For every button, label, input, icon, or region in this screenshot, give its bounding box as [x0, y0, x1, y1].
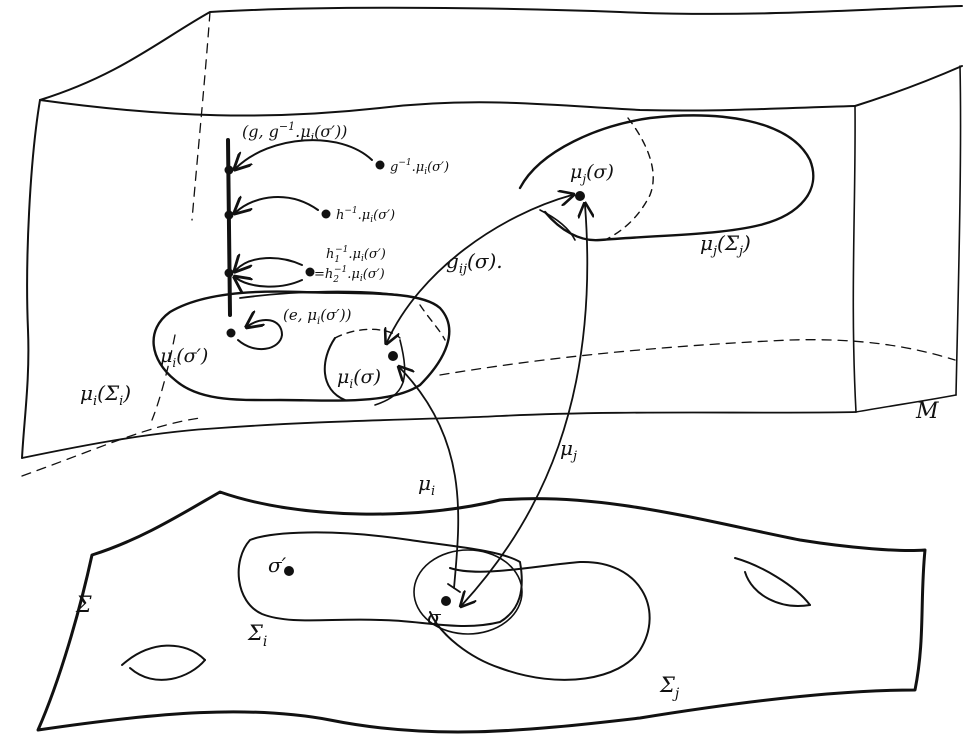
label-h1-inv: h1−1.μi(σ′) [326, 245, 386, 265]
sigma-j-region [429, 560, 651, 681]
arrow-e-loop [237, 320, 283, 350]
box-front-right-edge [852, 105, 857, 413]
box-hidden-vertical-lower [151, 334, 176, 421]
label-mu-j-sigma: μj(σ) [570, 161, 614, 186]
label-mu-i-sigma-prime: μi(σ′) [160, 345, 208, 370]
label-mu-i-arrow: μi [418, 471, 435, 499]
mu-i-inner-loop [323, 337, 346, 401]
arrow-mu-i [400, 368, 460, 589]
label-g-ij: gij(σ). [446, 249, 503, 277]
handle-left-upper [129, 659, 206, 681]
mu-j-dashed-band [604, 117, 654, 241]
box-bottom-right-edge [855, 394, 957, 413]
arrow-h2 [236, 278, 303, 287]
label-Sigma-i: Σi [247, 621, 267, 650]
sigma-i-region [237, 531, 523, 627]
label-g-inv: g−1.μi(σ′) [390, 158, 449, 177]
box-front-bottom-edge [21, 411, 857, 459]
point-h-inv [321, 209, 331, 219]
box-front-top-edge [39, 99, 856, 117]
point-h1h2-inv [305, 267, 315, 277]
manifold-box [21, 5, 963, 477]
label-mu-j-arrow: μj [560, 436, 577, 464]
handle-right-upper [734, 557, 811, 606]
point-mu-j-sigma [575, 191, 585, 201]
surface-sigma [36, 490, 927, 734]
label-mu-i-sigma: μi(σ) [337, 366, 381, 391]
arrow-mu-j [462, 205, 587, 605]
arrow-g [236, 139, 373, 168]
label-mu-j-Sigma-j: μj(Σj) [700, 231, 751, 259]
label-mu-i-Sigma-i: μi(Σi) [80, 381, 131, 409]
fiber-point-h [224, 210, 234, 220]
fiber-point-h1h2 [224, 268, 234, 278]
label-Sigma-j: Σj [659, 673, 680, 702]
label-Sigma: Σ [75, 593, 92, 618]
arrow-h1 [236, 258, 303, 270]
label-sigma: σ [427, 605, 442, 629]
label-sigma-prime: σ′ [268, 553, 287, 577]
point-sigma [441, 596, 451, 606]
box-top-right-edge [854, 65, 963, 107]
mu-i-inner-lower [374, 339, 406, 406]
box-hidden-bottom-edge [21, 417, 201, 477]
fiber-point-e [226, 328, 236, 338]
box-right-side-edge [955, 65, 962, 396]
label-pair-g: (g, g−1.μi(σ′)) [242, 120, 347, 144]
point-mu-i-sigma [388, 351, 398, 361]
label-M: M [915, 399, 939, 424]
box-front-left-edge [21, 99, 41, 459]
fiber-point-g [224, 165, 234, 175]
surface-sigma-outline [36, 490, 927, 734]
point-sigma-prime [284, 566, 294, 576]
handle-right-lower [744, 571, 811, 607]
point-g-inv [375, 160, 385, 170]
label-h2-inv: =h2−1.μi(σ′) [314, 265, 385, 285]
handle-left-lower [121, 644, 206, 666]
mu-j-Sigma-j-blob [518, 114, 815, 242]
mu-i-inner-dashed [334, 328, 401, 339]
label-h-inv: h−1.μi(σ′) [336, 206, 395, 225]
arrow-h [236, 197, 319, 212]
box-top-edge [39, 5, 963, 101]
label-pair-e: (e, μi(σ′)) [283, 306, 352, 327]
box-hidden-vertical [191, 11, 211, 221]
box-hidden-back-bottom [439, 339, 956, 376]
